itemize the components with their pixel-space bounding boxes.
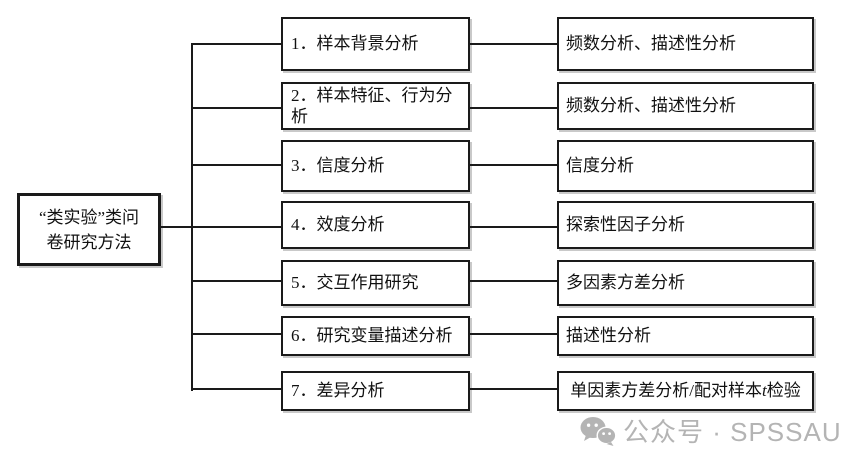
- method-label: 5．交互作用研究: [291, 273, 419, 293]
- analysis-label: 信度分析: [566, 156, 634, 176]
- trunk-line: [191, 43, 193, 391]
- analysis-node-7: 单因素方差分析/配对样本t检验: [557, 371, 814, 411]
- analysis-node-6: 描述性分析: [557, 316, 814, 356]
- method-node-1: 1．样本背景分析: [281, 17, 470, 71]
- analysis-node-5: 多因素方差分析: [557, 260, 814, 306]
- connector-line: [470, 280, 557, 282]
- branch-line: [192, 280, 281, 282]
- method-label: 7．差异分析: [291, 381, 385, 401]
- analysis-node-4: 探索性因子分析: [557, 201, 814, 249]
- analysis-node-1: 频数分析、描述性分析: [557, 17, 814, 71]
- branch-line: [192, 226, 281, 228]
- method-node-3: 3．信度分析: [281, 140, 470, 192]
- root-label-line1: “类实验”类问: [38, 207, 140, 227]
- analysis-label-prefix: 单因素方差分析/配对样本: [570, 381, 762, 401]
- method-node-2: 2．样本特征、行为分析: [281, 82, 470, 130]
- analysis-label: 频数分析、描述性分析: [566, 34, 736, 54]
- method-node-4: 4．效度分析: [281, 201, 470, 249]
- connector-line: [470, 226, 557, 228]
- analysis-label: 频数分析、描述性分析: [566, 96, 736, 116]
- analysis-label-t: t: [762, 381, 767, 401]
- watermark-text: 公众号 · SPSSAU: [623, 417, 841, 447]
- method-label: 6．研究变量描述分析: [291, 326, 453, 346]
- analysis-label-suffix: 检验: [766, 381, 801, 401]
- wechat-icon: [580, 416, 616, 446]
- method-label: 4．效度分析: [291, 215, 385, 235]
- method-label: 1．样本背景分析: [291, 34, 419, 54]
- connector-line: [470, 164, 557, 166]
- analysis-node-2: 频数分析、描述性分析: [557, 82, 814, 130]
- method-node-7: 7．差异分析: [281, 371, 470, 411]
- connector-line: [470, 333, 557, 335]
- branch-line: [192, 164, 281, 166]
- root-node: “类实验”类问 卷研究方法: [17, 193, 161, 266]
- watermark: 公众号 · SPSSAU: [580, 412, 841, 449]
- connector-line: [470, 107, 557, 109]
- method-node-5: 5．交互作用研究: [281, 260, 470, 306]
- analysis-label: 单因素方差分析/配对样本t检验: [570, 380, 800, 401]
- branch-line: [192, 333, 281, 335]
- branch-line: [192, 107, 281, 109]
- analysis-label: 多因素方差分析: [566, 273, 685, 293]
- root-label-line2: 卷研究方法: [46, 232, 132, 252]
- branch-line: [192, 388, 281, 390]
- analysis-node-3: 信度分析: [557, 140, 814, 192]
- branch-line: [192, 43, 281, 45]
- method-label: 2．样本特征、行为分析: [291, 85, 453, 126]
- connector-line: [470, 388, 557, 390]
- connector-line: [470, 43, 557, 45]
- analysis-label: 描述性分析: [566, 326, 651, 346]
- method-node-6: 6．研究变量描述分析: [281, 316, 470, 356]
- analysis-label: 探索性因子分析: [566, 215, 685, 235]
- root-connector-line: [158, 226, 192, 228]
- method-label: 3．信度分析: [291, 156, 385, 176]
